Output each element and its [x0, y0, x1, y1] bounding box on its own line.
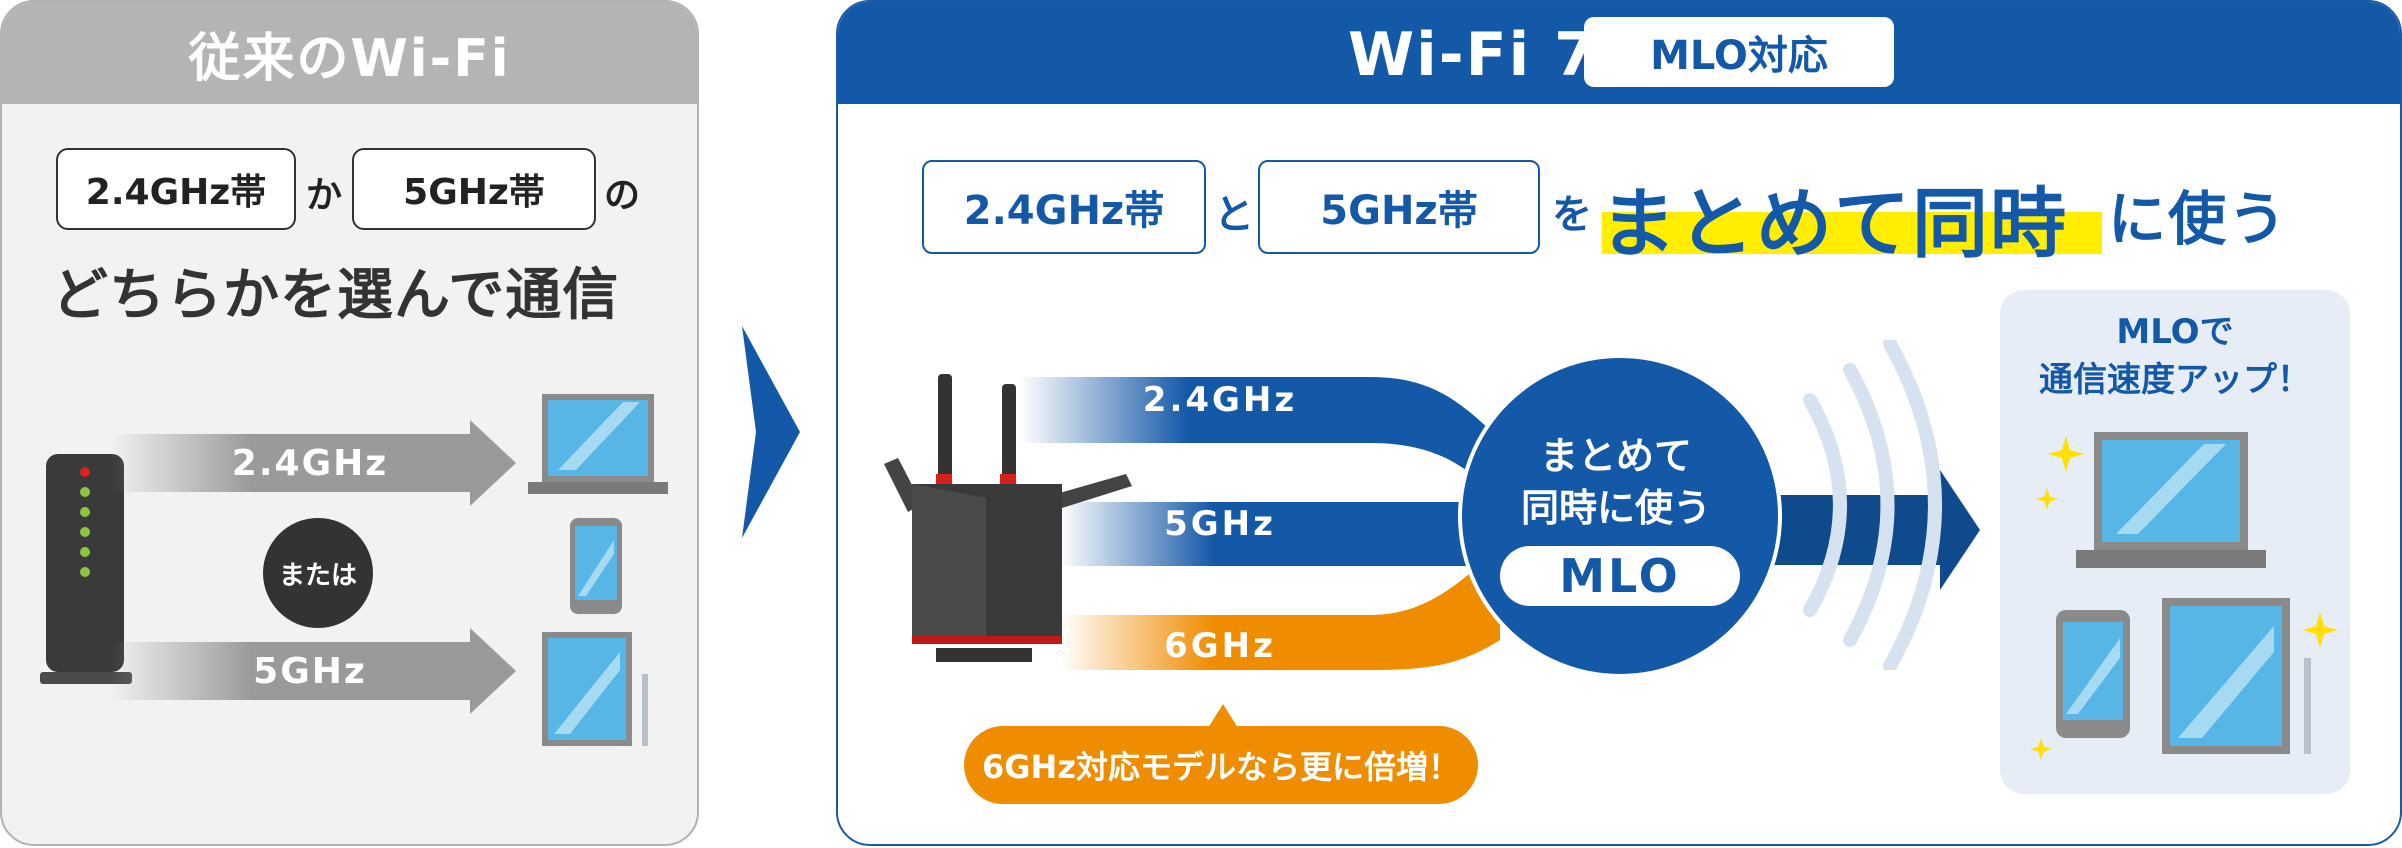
arrow-5ghz-label: 5GHz	[253, 650, 367, 692]
smartphone-icon	[570, 518, 622, 614]
connector-and: と	[1214, 192, 1254, 238]
or-badge-label: または	[278, 560, 357, 591]
router-icon	[40, 454, 132, 684]
connector-no: の	[604, 175, 641, 216]
band-tag-5ghz-wifi7-label: 5GHz帯	[1320, 188, 1478, 234]
mlo-circle-line2: 同時に使う	[1520, 486, 1711, 530]
headline-tail: に使う	[2108, 185, 2289, 253]
arrow-24ghz-label: 2.4GHz	[231, 442, 389, 484]
mlo-support-badge-label: MLO対応	[1650, 33, 1828, 79]
band-5ghz-stream	[1060, 502, 1500, 566]
laptop-icon	[528, 394, 668, 494]
band-tag-24ghz-label: 2.4GHz帯	[85, 172, 267, 213]
band-label-24ghz: 2.4GHz	[1142, 380, 1298, 420]
connector-or: か	[306, 175, 343, 216]
arrow-5ghz	[110, 628, 516, 714]
sparkle-icon	[2048, 436, 2084, 472]
headline-highlight	[1602, 212, 2102, 254]
mlo-pill: MLO	[1500, 546, 1740, 606]
band-tag-24ghz: 2.4GHz帯	[56, 148, 296, 230]
connector-wo: を	[1552, 192, 1592, 238]
sparkle-icon	[2030, 738, 2052, 760]
band-tag-5ghz-label: 5GHz帯	[403, 172, 545, 213]
arrow-24ghz	[110, 420, 516, 506]
smartphone-icon	[2056, 610, 2130, 738]
band-24ghz-stream	[1020, 377, 1500, 500]
router-icon	[884, 374, 1132, 662]
sparkle-icon	[2036, 488, 2058, 510]
sparkle-icon	[2302, 612, 2338, 648]
band-tag-24ghz-wifi7-label: 2.4GHz帯	[963, 188, 1165, 234]
legacy-wifi-title: 従来のWi-Fi	[188, 28, 511, 89]
band-flow-graphic	[1020, 377, 1980, 670]
6ghz-callout: 6GHz対応モデルなら更に倍増！	[964, 726, 1478, 804]
band-tag-24ghz-wifi7: 2.4GHz帯	[922, 160, 1206, 254]
bubble-tail	[1208, 704, 1238, 728]
mlo-circle-line1: まとめて	[1539, 434, 1692, 478]
wifi7-title: Wi-Fi 7	[1348, 20, 1598, 90]
tablet-icon	[542, 632, 648, 746]
headline-emphasis: まとめて同時	[1600, 179, 2068, 268]
legacy-wifi-header: 従来のWi-Fi	[2, 2, 697, 104]
speed-up-text: MLOで 通信速度アップ！	[2000, 308, 2350, 404]
band-label-5ghz: 5GHz	[1164, 504, 1276, 544]
band-label-6ghz: 6GHz	[1164, 626, 1276, 666]
laptop-icon	[2076, 432, 2266, 568]
band-tag-5ghz: 5GHz帯	[352, 148, 596, 230]
tablet-icon	[2162, 598, 2311, 754]
mlo-pill-label: MLO	[1559, 549, 1681, 603]
legacy-wifi-description: どちらかを選んで通信	[52, 263, 620, 328]
mlo-circle-text: まとめて 同時に使う	[1466, 430, 1766, 534]
6ghz-callout-text: 6GHz対応モデルなら更に倍増！	[982, 748, 1460, 786]
chevron-right-icon	[742, 326, 800, 538]
or-badge: または	[263, 518, 373, 628]
band-tag-5ghz-wifi7: 5GHz帯	[1258, 160, 1540, 254]
speed-up-line1: MLOで	[2116, 312, 2234, 352]
mlo-support-badge: MLO対応	[1584, 17, 1894, 87]
speed-up-line2: 通信速度アップ！	[2039, 360, 2311, 400]
band-6ghz-stream	[1060, 565, 1500, 670]
wifi-waves-icon	[1803, 340, 1942, 670]
